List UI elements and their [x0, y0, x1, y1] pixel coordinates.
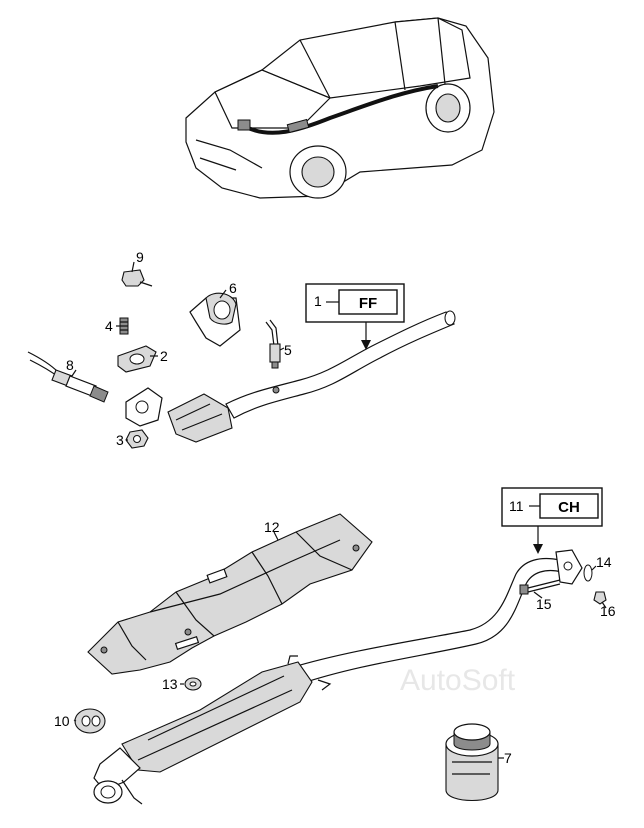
part-13-rubber-ring [184, 677, 202, 691]
front-section-parts [27, 261, 456, 449]
callout-11: 11 [509, 498, 524, 514]
part-5-sensor [265, 319, 281, 369]
rear-section-parts [73, 487, 607, 805]
variant-box-ff [305, 283, 405, 350]
part-7-sealing-paste [445, 723, 499, 801]
variant-label-ch: CH [558, 499, 580, 516]
callout-3: 3 [116, 432, 124, 448]
car-overview-illustration [185, 17, 495, 199]
part-9-plug [121, 269, 153, 287]
variant-box-ch [501, 487, 603, 554]
variant-label-ff: FF [359, 295, 377, 312]
callout-15: 15 [536, 596, 552, 612]
part-3-nut [125, 429, 149, 449]
callout-16: 16 [600, 603, 616, 619]
part-8-oxygen-sensor [27, 351, 109, 403]
callout-4: 4 [105, 318, 113, 334]
part-2-flange [117, 345, 157, 373]
center-pipe-silencer [93, 549, 583, 805]
callout-2: 2 [160, 348, 168, 364]
callout-12: 12 [264, 519, 280, 535]
callout-1: 1 [314, 293, 322, 309]
part-6-rubber-mount [189, 292, 241, 347]
callout-5: 5 [284, 342, 292, 358]
part-12-heat-shield [87, 513, 373, 675]
callout-labels: 1 2 3 4 5 6 7 8 9 10 11 12 13 14 15 16 F… [54, 249, 616, 766]
callout-7: 7 [504, 750, 512, 766]
callout-6: 6 [229, 280, 237, 296]
part-4-stud [119, 317, 129, 335]
part-10-rubber-hanger [74, 708, 106, 734]
callout-9: 9 [136, 249, 144, 265]
part-16-nut [593, 591, 607, 605]
callout-10: 10 [54, 713, 70, 729]
callout-14: 14 [596, 554, 612, 570]
callout-13: 13 [162, 676, 178, 692]
callout-8: 8 [66, 357, 74, 373]
part-15-bolt [519, 579, 561, 595]
part-14-clamp [583, 564, 593, 582]
front-pipe-assembly [125, 310, 456, 443]
watermark: AutoSoft [400, 664, 516, 697]
